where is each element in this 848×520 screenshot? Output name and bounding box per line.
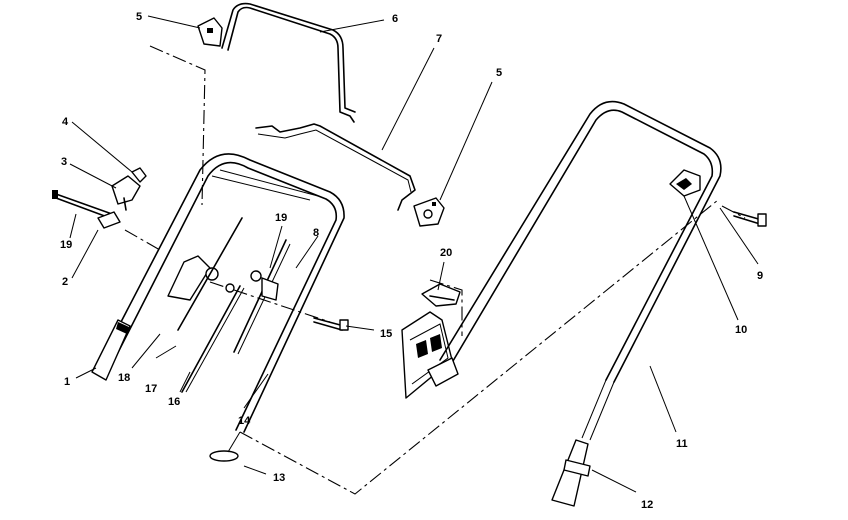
callout-8: 8: [313, 227, 319, 239]
lower-handle: [427, 100, 722, 507]
callout-9: 9: [757, 270, 763, 282]
upper-handle: [91, 153, 345, 462]
bolt-left: [52, 190, 113, 219]
callout-20: 20: [440, 247, 452, 259]
callout-7: 7: [436, 33, 442, 45]
callout-13: 13: [273, 472, 285, 484]
callout-5-right: 5: [496, 67, 502, 79]
callout-3: 3: [61, 156, 67, 168]
callout-18: 18: [118, 372, 130, 384]
callout-5-upper: 5: [136, 11, 142, 23]
height-adjuster: [401, 283, 461, 399]
cable-bracket-lower: [413, 197, 445, 227]
bail-bracket-upper: [197, 17, 223, 47]
spacer-left: [97, 211, 121, 229]
lock-nut-left: [131, 167, 147, 183]
callout-12: 12: [641, 499, 653, 511]
callout-10: 10: [735, 324, 747, 336]
callout-11: 11: [676, 438, 688, 450]
bolt-9: [733, 211, 767, 227]
assembly-centerlines: [124, 45, 746, 495]
callout-6: 6: [392, 13, 398, 25]
bracket-19b: [250, 270, 279, 301]
upper-bail: [221, 2, 356, 123]
callout-16: 16: [168, 396, 180, 408]
callout-19-left: 19: [60, 239, 72, 251]
control-cable: [255, 123, 416, 211]
knob-left: [111, 175, 141, 211]
callout-4: 4: [62, 116, 69, 128]
cam-lever: [167, 255, 235, 301]
callout-2: 2: [62, 276, 68, 288]
control-rod-17: [177, 217, 243, 331]
rod-14: [233, 239, 291, 355]
leader-lines: [69, 15, 759, 493]
callout-19-mid: 19: [275, 212, 287, 224]
callout-17: 17: [145, 383, 157, 395]
callout-14: 14: [238, 415, 251, 427]
rod-16: [181, 285, 245, 393]
callout-15: 15: [380, 328, 392, 340]
handle-knob-10: [669, 169, 701, 197]
bolt-15: [313, 317, 349, 331]
callout-labels: 1 2 3 4 5 5 6 7 8 9 10 11 12 13 14 15 16…: [60, 11, 763, 511]
callout-1: 1: [64, 376, 70, 388]
